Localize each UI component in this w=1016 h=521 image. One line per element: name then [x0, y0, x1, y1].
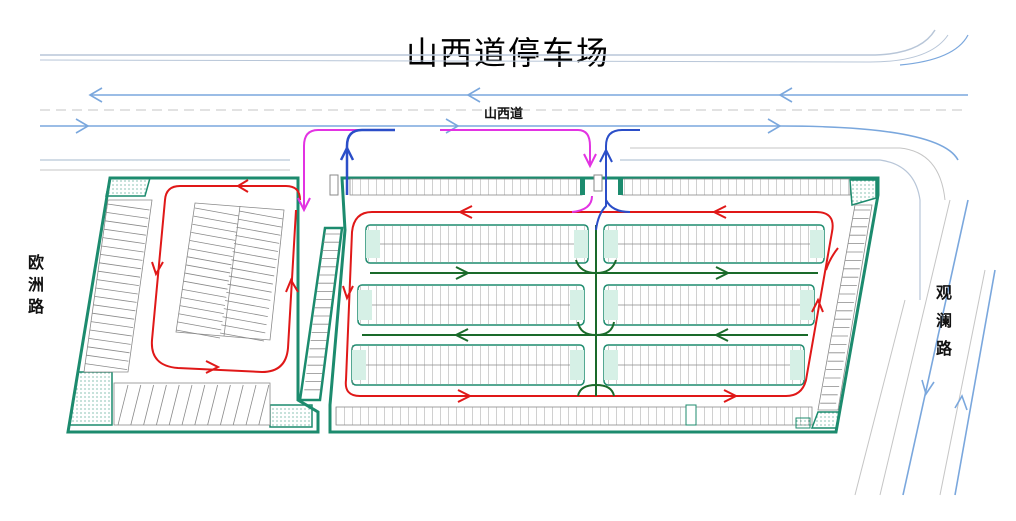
stall-line [168, 384, 180, 426]
stall-line [88, 338, 131, 345]
stall-line [220, 384, 231, 426]
stall-line [180, 297, 226, 306]
stall-line [143, 384, 154, 426]
stall-line [191, 232, 236, 241]
stall-line [156, 384, 167, 426]
stall-block-4 [603, 284, 815, 326]
stall-block-3 [357, 284, 585, 326]
stall-line [178, 313, 223, 323]
stall-line [186, 264, 231, 274]
stalls-south-row-west [113, 382, 271, 426]
stall-line [232, 384, 244, 426]
stall-line [230, 267, 275, 277]
stall-line [194, 384, 206, 426]
stall-line [224, 300, 270, 309]
stall-block-1 [365, 224, 589, 264]
stall-line [219, 332, 265, 342]
stall-line [228, 275, 273, 285]
stall-block-2 [603, 224, 825, 264]
road-shanxi [39, 29, 969, 300]
east-circulation-loop [342, 205, 839, 403]
entry-route-west [297, 129, 395, 213]
stall-line [233, 243, 279, 252]
stalls-east-column [817, 204, 873, 411]
stall-line [87, 346, 130, 354]
stall-line [98, 270, 141, 278]
page-title: 山西道停车场 [405, 34, 610, 72]
stall-line [183, 280, 228, 290]
stall-line [188, 248, 233, 258]
stall-block-5 [351, 344, 585, 386]
stall-line [231, 259, 276, 269]
stall-line [181, 384, 193, 426]
stall-line [101, 245, 144, 253]
stall-line [100, 254, 143, 261]
stall-line [89, 329, 132, 337]
road-label-guanlan: 观澜路 [933, 284, 952, 368]
stall-line [106, 212, 149, 219]
stall-line [86, 354, 129, 362]
stall-line [94, 296, 137, 303]
stall-line [193, 215, 238, 225]
stall-line [130, 384, 142, 426]
stall-line [221, 324, 266, 334]
stall-line [93, 304, 136, 312]
stall-line [105, 220, 148, 228]
stall-line [207, 384, 218, 426]
stall-line [227, 283, 272, 293]
lot-west [66, 176, 320, 434]
median-strip [298, 226, 344, 402]
stall-line [96, 279, 139, 286]
stall-line [223, 308, 268, 317]
stall-line [237, 218, 282, 228]
stall-line [258, 384, 270, 426]
road-label-ouzhou: 欧洲路 [25, 254, 44, 320]
stall-line [232, 251, 277, 261]
stall-line [236, 226, 281, 236]
entry-route-east [440, 129, 597, 213]
lot-east [328, 176, 880, 434]
stall-line [235, 235, 280, 244]
stalls-center-block [175, 202, 285, 342]
stall-line [187, 256, 232, 266]
stall-line [175, 329, 221, 339]
stall-line [245, 384, 257, 426]
stall-line [92, 312, 135, 320]
stall-line [99, 262, 142, 270]
road-guanlan [854, 199, 996, 496]
stall-line [184, 272, 229, 282]
stall-line [192, 223, 237, 233]
stall-line [177, 321, 222, 331]
stall-line [85, 363, 128, 370]
stall-line [238, 210, 284, 220]
stall-line [90, 321, 134, 328]
stall-line [222, 316, 267, 326]
aisle-routes [362, 225, 818, 397]
stall-line [182, 288, 227, 298]
stall-line [102, 237, 145, 244]
stall-block-6 [603, 344, 805, 386]
stall-line [226, 291, 271, 301]
stall-line [103, 228, 146, 236]
exit-route-east [595, 129, 640, 231]
stall-line [107, 203, 150, 211]
west-circulation-loop [150, 185, 301, 374]
stall-line [189, 240, 235, 249]
road-label-shanxi: 山西道 [484, 107, 524, 122]
stall-line [95, 287, 138, 295]
stall-line [194, 207, 240, 217]
exit-route-west [339, 128, 395, 195]
gate-booths [329, 174, 603, 196]
stall-line [117, 384, 129, 426]
stall-line [179, 305, 224, 314]
stalls-west-column [83, 199, 153, 373]
